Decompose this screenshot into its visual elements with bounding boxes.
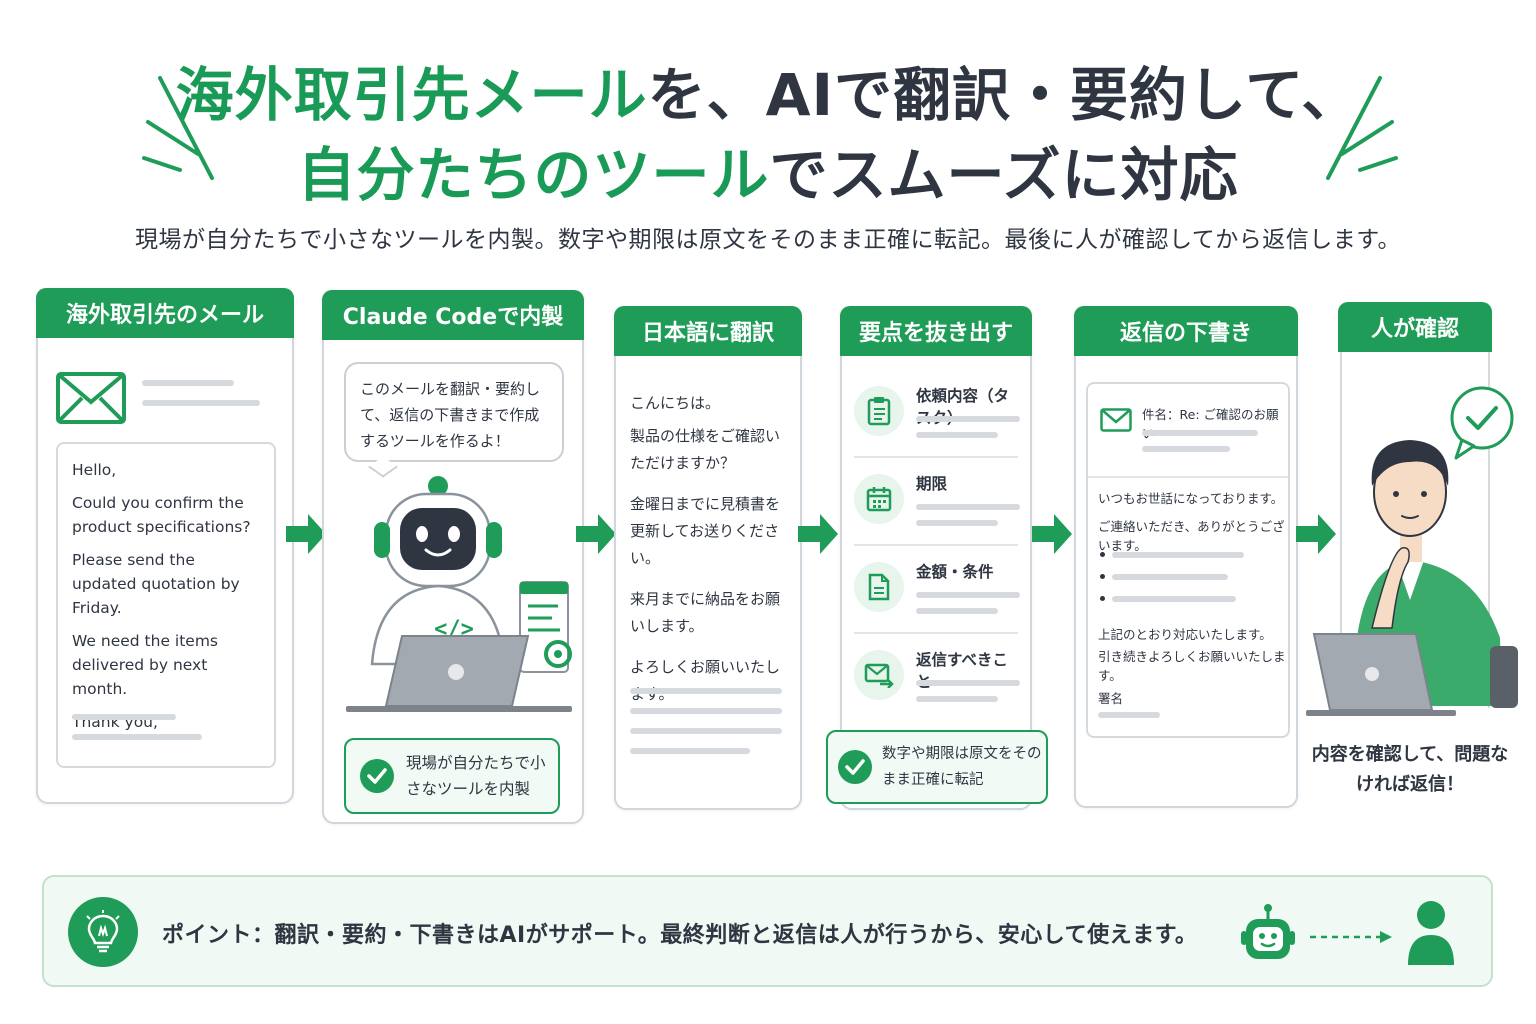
arrow-right-icon: [576, 514, 616, 554]
title-line-2: 自分たちのツールでスムーズに対応: [0, 128, 1536, 212]
sparkle-right-icon: [1326, 76, 1398, 180]
subtitle: 現場が自分たちで小さなツールを内製。数字や期限は原文をそのまま正確に転記。最後に…: [134, 227, 1401, 253]
extract-check-text: 数字や期限は原文をそのまま正確に転記: [882, 746, 1042, 788]
email-line: Hello,: [72, 461, 117, 479]
calendar-icon: [854, 474, 904, 524]
step-confirm-header: 人が確認: [1338, 302, 1492, 352]
step-email-header: 海外取引先のメール: [36, 288, 294, 338]
sparkle-left-icon: [142, 76, 214, 180]
step-build-header: Claude Codeで内製: [322, 290, 584, 340]
translated-line: 製品の仕様をご確認いただけますか？: [630, 427, 781, 472]
translated-text: こんにちは。 製品の仕様をご確認いただけますか？ 金曜日までに見積書を更新してお…: [630, 390, 792, 708]
title-line-1-green: 海外取引先メール: [175, 61, 648, 129]
extract-check-box: 数字や期限は原文をそのまま正確に転記: [826, 730, 1048, 804]
build-check-box: 現場が自分たちで小さなツールを内製: [344, 738, 560, 814]
envelope-icon: [1100, 408, 1132, 432]
build-check-text: 現場が自分たちで小さなツールを内製: [406, 754, 546, 798]
reply-closing-1: 上記のとおり対応いたします。: [1098, 627, 1272, 642]
arrow-right-icon: [1032, 514, 1072, 554]
step-extract-card: 要点を抜き出す 依頼内容（タスク） 期限 金額・条件 返信すべきこと: [840, 306, 1032, 810]
title-line-1-dark: を、AIで翻訳・要約して、: [647, 61, 1361, 129]
envelope-icon: [56, 372, 126, 424]
step-build-card: Claude Codeで内製 このメールを翻訳・要約して、返信の下書きまで作成す…: [322, 290, 584, 824]
email-line: Could you confirm the product specificat…: [72, 494, 251, 536]
point-text: ポイント：翻訳・要約・下書きはAIがサポート。最終判断と返信は人が行うから、安心…: [162, 923, 1198, 948]
title-line-1: 海外取引先メールを、AIで翻訳・要約して、: [0, 48, 1536, 132]
check-icon: [838, 750, 872, 784]
reply-closing-2: 引き続きよろしくお願いいたします。: [1098, 649, 1286, 683]
dashed-arrow-icon: [1310, 931, 1392, 943]
email-line: Please send the updated quotation by Fri…: [72, 551, 240, 617]
confirm-side-line: [1488, 352, 1490, 708]
check-icon: [360, 759, 394, 793]
confirm-side-line: [1340, 352, 1342, 708]
step-translate-card: 日本語に翻訳 こんにちは。 製品の仕様をご確認いただけますか？ 金曜日までに見積…: [614, 306, 802, 810]
translated-line: こんにちは。: [630, 394, 721, 412]
reply-signature: 署名: [1098, 691, 1124, 706]
keypoint-deadline: 期限: [854, 460, 1020, 546]
reply-greeting: いつもお世話になっております。: [1098, 491, 1284, 506]
email-body: Hello, Could you confirm the product spe…: [56, 442, 276, 768]
translated-line: 来月までに納品をお願いします。: [630, 590, 781, 635]
person-icon: [1408, 901, 1454, 965]
speech-bubble: このメールを翻訳・要約して、返信の下書きまで作成するツールを作るよ！: [344, 362, 564, 462]
arrow-right-icon: [1296, 514, 1336, 554]
keypoint-amount: 金額・条件: [854, 548, 1020, 634]
title-line-2-dark: でスムーズに対応: [769, 141, 1239, 209]
title-line-2-green: 自分たちのツール: [297, 141, 770, 209]
step-extract-header: 要点を抜き出す: [840, 306, 1032, 356]
translated-line: よろしくお願いいたします。: [630, 658, 781, 703]
step-confirm-header-card: 人が確認: [1338, 302, 1492, 354]
arrow-right-icon: [798, 514, 838, 554]
reply-thanks: ご連絡いただき、ありがとうございます。: [1098, 519, 1285, 553]
keypoint-label: 期限: [916, 475, 948, 493]
robot-small-icon: [1241, 904, 1295, 959]
robot-icon: </>: [346, 476, 572, 712]
email-line: We need the items delivered by next mont…: [72, 632, 219, 698]
step-draft-header: 返信の下書き: [1074, 306, 1298, 356]
document-icon: [854, 562, 904, 612]
step-email-card: 海外取引先のメール Hello, Could you confirm the p…: [36, 288, 294, 804]
mail-send-icon: [854, 650, 904, 700]
lightbulb-icon: [68, 897, 138, 967]
keypoint-task: 依頼内容（タスク）: [854, 372, 1020, 458]
translated-line: 金曜日までに見積書を更新してお送りください。: [630, 495, 781, 567]
keypoint-label: 金額・条件: [916, 563, 994, 581]
person-at-laptop-icon: [1306, 386, 1518, 716]
arrow-right-icon: [286, 514, 326, 554]
keypoint-reply: 返信すべきこと: [854, 636, 1020, 722]
clipboard-icon: [854, 386, 904, 436]
point-box: ポイント：翻訳・要約・下書きはAIがサポート。最終判断と返信は人が行うから、安心…: [42, 875, 1493, 987]
confirm-caption: 内容を確認して、問題なければ返信！: [1311, 744, 1509, 795]
step-translate-header: 日本語に翻訳: [614, 306, 802, 356]
